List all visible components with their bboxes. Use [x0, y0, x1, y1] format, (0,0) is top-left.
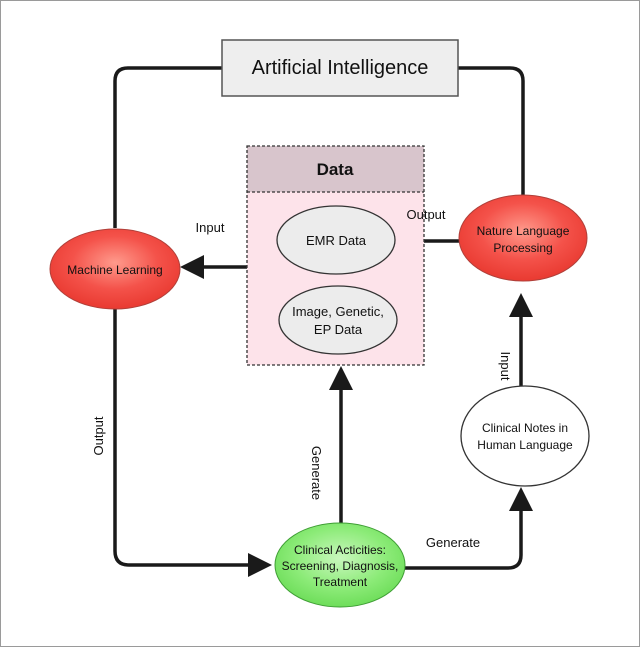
- data-container-header: [247, 146, 424, 192]
- edge-label-clinical-to-data: Generate: [309, 446, 324, 500]
- data-title: Data: [317, 160, 354, 179]
- edge-label-data-to-ml: Input: [196, 220, 225, 235]
- image-genetic-ep-label-line2: EP Data: [314, 322, 363, 337]
- image-genetic-ep-label-line1: Image, Genetic,: [292, 304, 384, 319]
- clinical-notes-label-line2: Human Language: [477, 438, 573, 452]
- arrowhead-ml-to-clinical: [248, 553, 272, 577]
- ai-box: [221, 39, 459, 97]
- edge-label-clinical-to-notes: Generate: [426, 535, 480, 550]
- clinical-activities-node: [274, 522, 406, 608]
- emr-data-node: [276, 205, 396, 275]
- edge-label-nlp-to-emr: Output: [406, 207, 445, 222]
- clinical-activities-label-line1: Clinical Acticities:: [294, 543, 386, 557]
- clinical-notes-node: [460, 385, 590, 487]
- edge-label-ml-to-clinical: Output: [91, 416, 106, 455]
- ai-label: Artificial Intelligence: [252, 57, 429, 79]
- arrow-clinical-to-notes: [404, 508, 523, 570]
- arrowhead-clinical-to-notes: [509, 487, 533, 511]
- connector-ai-nlp: [458, 66, 525, 196]
- data-container-border: [246, 145, 425, 366]
- nlp-label-line2: Processing: [493, 241, 552, 255]
- nlp-node: [458, 194, 588, 282]
- clinical-activities-label-line2: Screening, Diagnosis,: [282, 559, 399, 573]
- arrow-ml-to-clinical: [113, 309, 252, 567]
- image-genetic-ep-node: [278, 285, 398, 355]
- emr-data-label: EMR Data: [306, 233, 367, 248]
- arrowhead-data-to-ml: [180, 255, 204, 279]
- machine-learning-label: Machine Learning: [67, 263, 162, 277]
- clinical-notes-label-line1: Clinical Notes in: [482, 421, 568, 435]
- edge-label-notes-to-nlp: Input: [498, 352, 513, 381]
- connector-ai-ml: [113, 66, 222, 228]
- machine-learning-node: [49, 228, 181, 310]
- nlp-label-line1: Nature Language: [477, 224, 570, 238]
- arrowhead-notes-to-nlp: [509, 293, 533, 317]
- clinical-activities-label-line3: Treatment: [313, 575, 368, 589]
- arrowhead-clinical-to-data: [329, 366, 353, 390]
